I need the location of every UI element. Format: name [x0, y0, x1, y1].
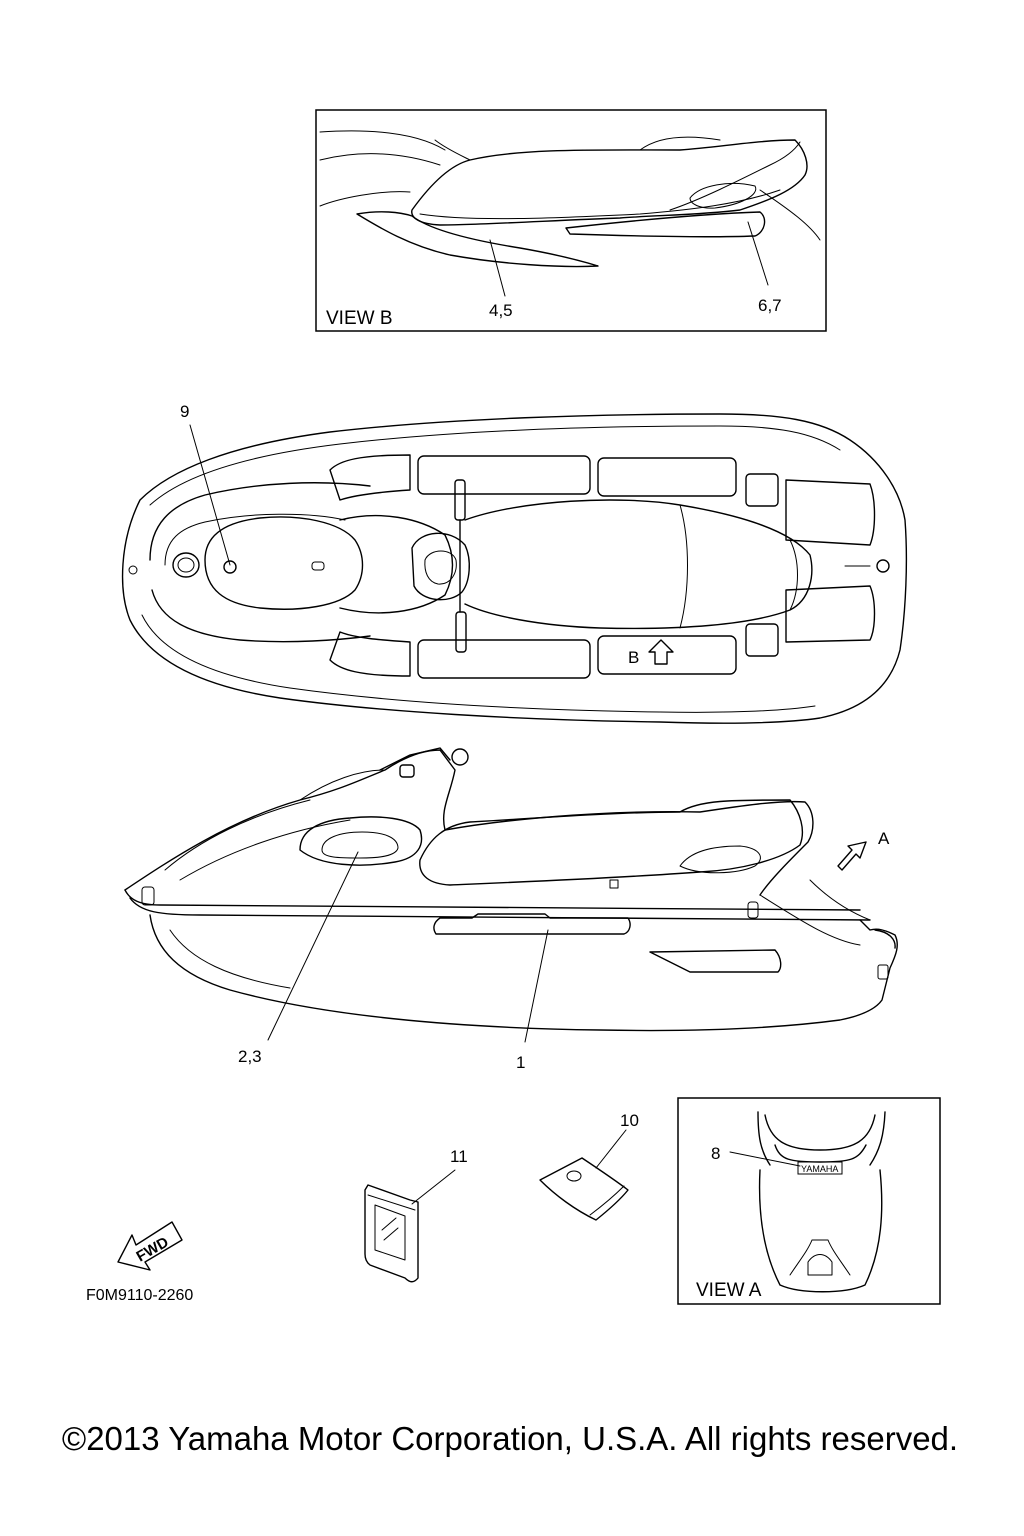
view-b-inset: VIEW B 4,5 6,7: [315, 109, 827, 332]
view-a-label: VIEW A: [696, 1280, 762, 1301]
callout-6-7: 6,7: [758, 296, 782, 315]
view-b-label: VIEW B: [326, 308, 393, 329]
arrow-a-label: A: [878, 829, 890, 848]
arrow-b-icon: [648, 639, 674, 665]
decal-9-marker: [223, 560, 237, 574]
seat-side: [419, 799, 804, 886]
seat-top: [464, 499, 813, 630]
diagram-code: F0M9110-2260: [86, 1287, 193, 1304]
view-b-frame: [315, 109, 827, 332]
hull-outline-side: [149, 914, 898, 1032]
copyright-notice: ©2013 Yamaha Motor Corporation, U.S.A. A…: [62, 1420, 958, 1457]
view-a-frame: [677, 1097, 941, 1305]
item-11-bag: 11: [364, 1147, 468, 1283]
side-view: A 2,3 1: [124, 747, 898, 1072]
top-view: B 9: [121, 402, 908, 724]
fwd-arrow: FWD: [117, 1221, 183, 1271]
item-10-pouch: 10: [539, 1111, 639, 1221]
yamaha-badge: [797, 1161, 843, 1175]
callout-11: 11: [450, 1147, 468, 1166]
seat-outline: [411, 139, 808, 226]
hull-outline-top: [121, 413, 908, 724]
decal-6-7-shape: [565, 211, 766, 238]
fwd-text: FWD: [134, 1234, 172, 1266]
arrow-b-label: B: [628, 648, 639, 667]
decal-4-5-shape: [356, 211, 599, 268]
callout-1: 1: [516, 1053, 525, 1072]
arrow-a-icon: [837, 841, 867, 871]
view-a-inset: YAMAHA 8 VIEW A: [677, 1097, 941, 1305]
callout-10: 10: [620, 1111, 639, 1130]
decal-1-shape: [433, 913, 631, 935]
callout-9: 9: [180, 402, 189, 421]
callout-4-5: 4,5: [489, 301, 513, 320]
callout-8: 8: [711, 1144, 720, 1163]
yamaha-badge-text: YAMAHA: [801, 1164, 838, 1174]
fwd-arrow-icon: [117, 1221, 183, 1271]
callout-2-3: 2,3: [238, 1047, 262, 1066]
